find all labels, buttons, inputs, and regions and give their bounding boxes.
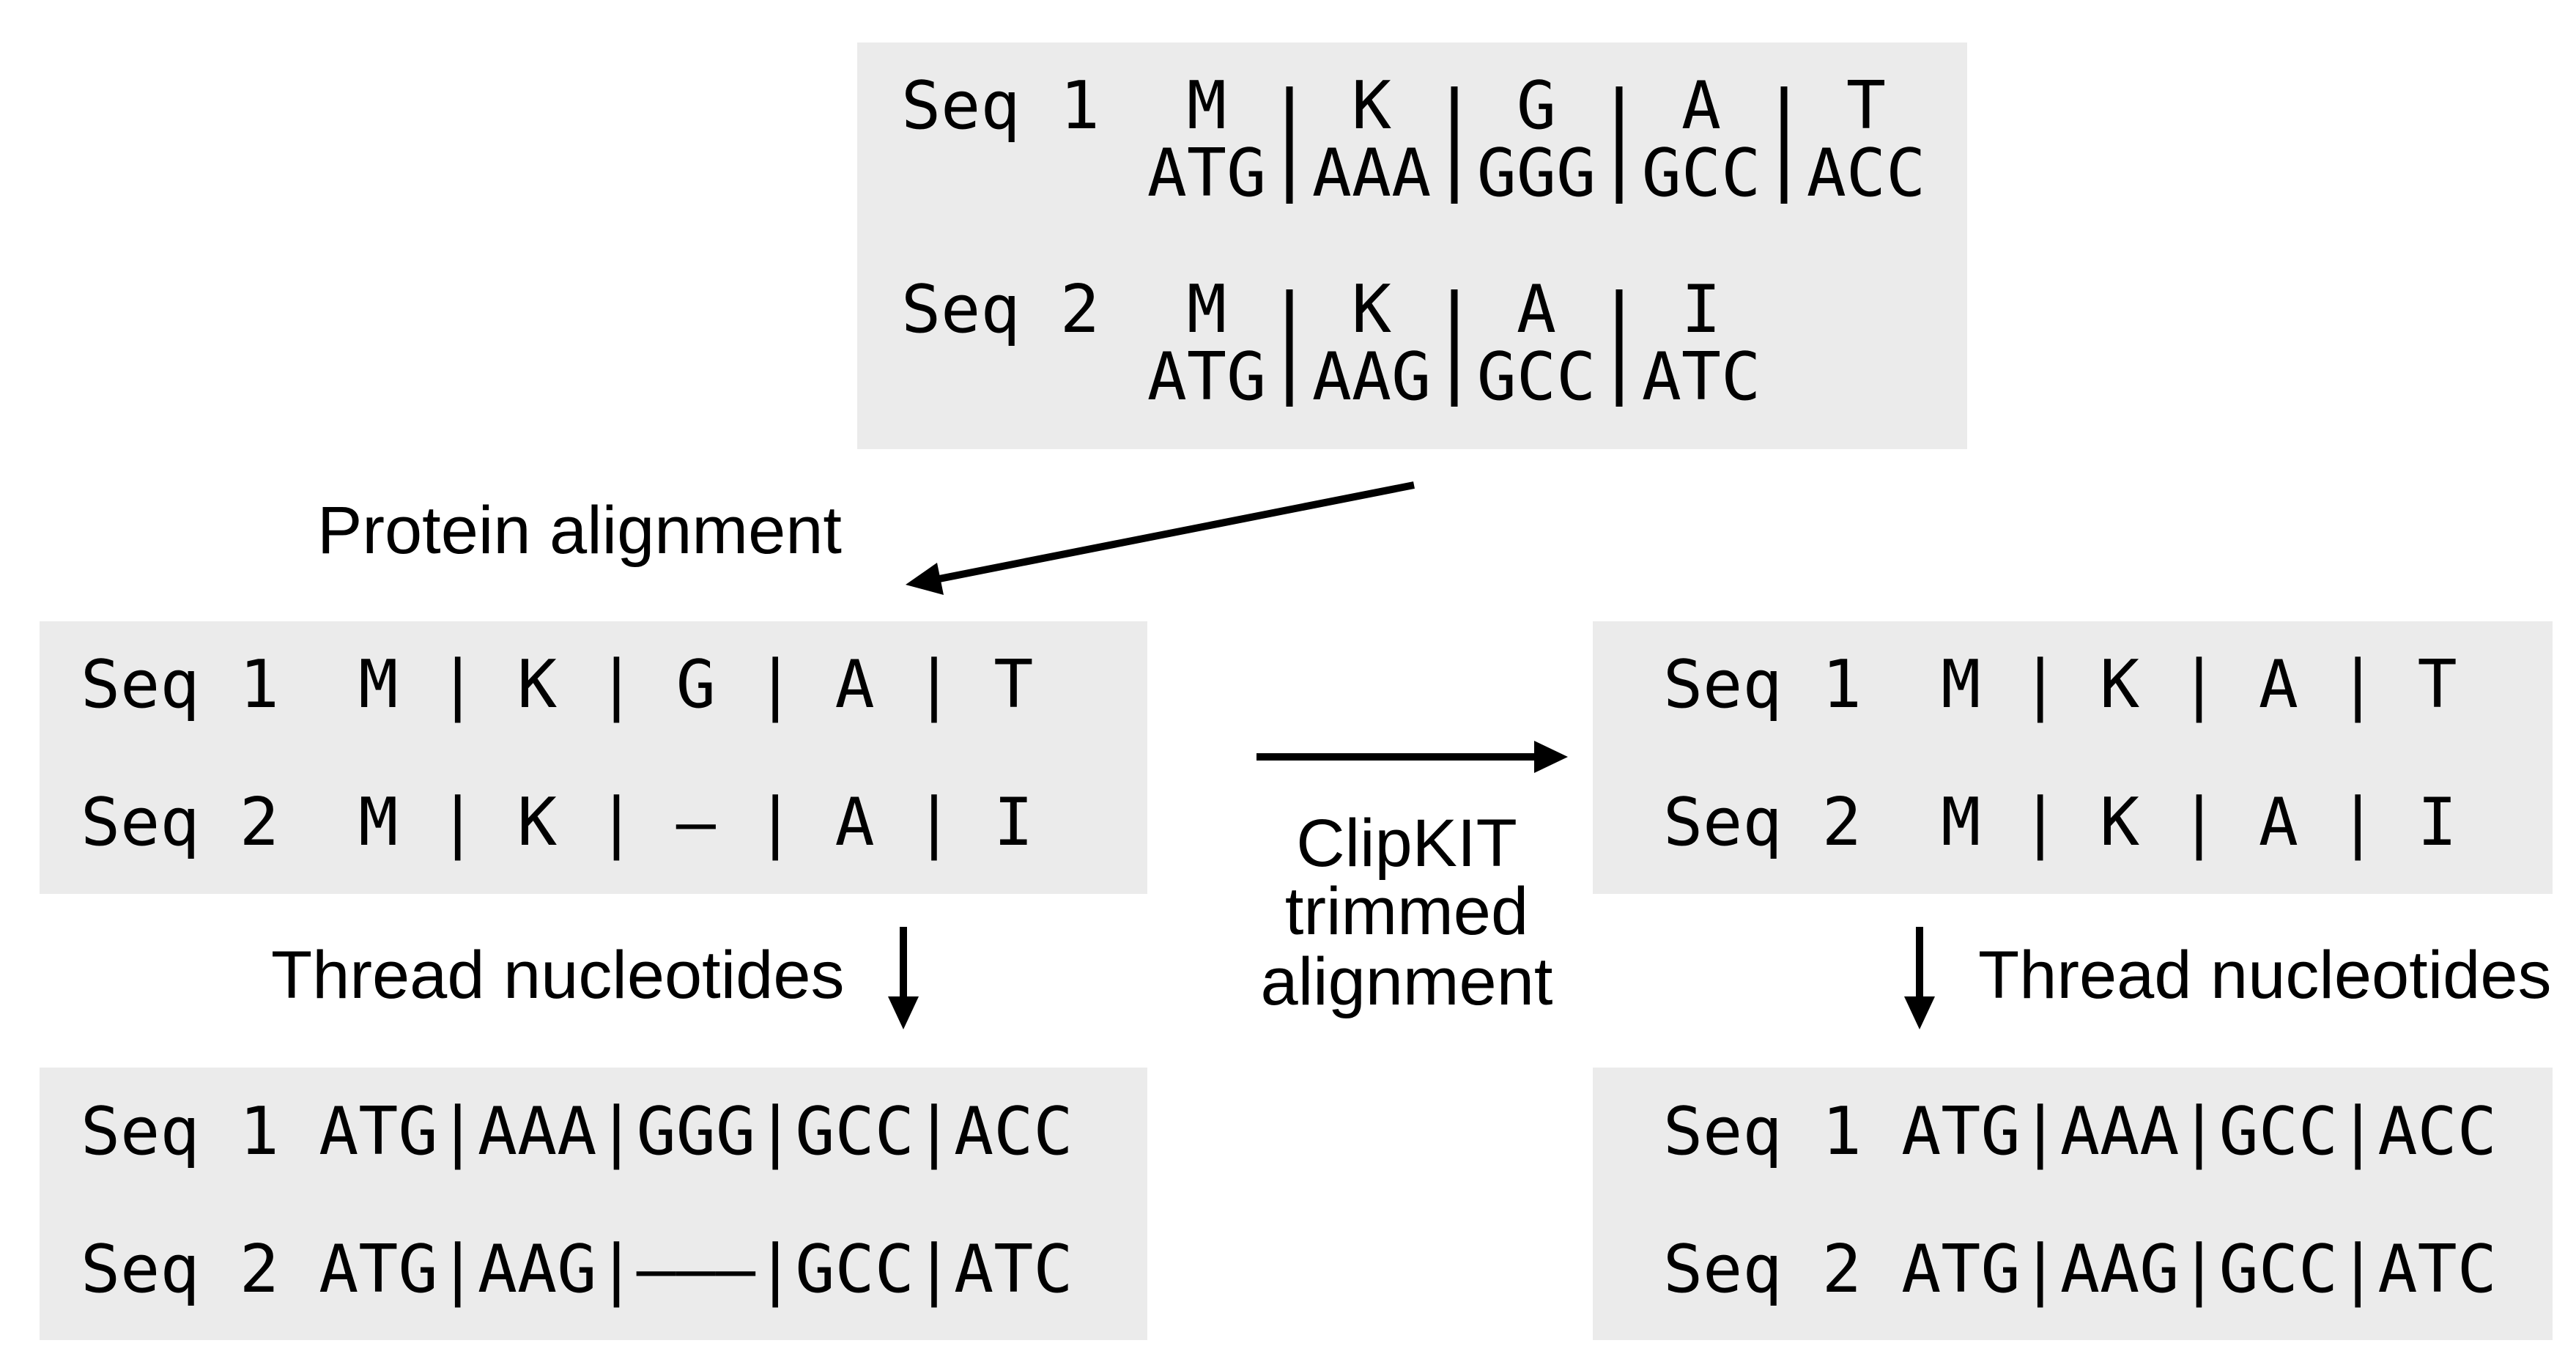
protein-alignment-arrow	[906, 481, 1415, 595]
top-seq1-codon: GCC	[1641, 135, 1761, 212]
top-seq1-codon: ACC	[1806, 135, 1926, 212]
trimmed-protein-seq2: Seq 2 M | K | A | I	[1663, 784, 2457, 861]
thread-nucleotides-label-right: Thread nucleotides	[1978, 938, 2552, 1013]
top-seq1-aa: A	[1681, 67, 1722, 144]
top-seq2-aa: A	[1516, 271, 1557, 348]
top-seq2-name: Seq 2	[901, 271, 1100, 348]
thread-nucleotides-label-left: Thread nucleotides	[271, 938, 845, 1013]
top-seq2-aa: I	[1681, 271, 1722, 348]
clipkit-label-line1: ClipKIT	[1296, 806, 1517, 881]
thread-nucleotides-arrow-left	[888, 927, 919, 1029]
top-seq1-codon: AAA	[1311, 135, 1432, 212]
trimmed-protein-seq1: Seq 1 M | K | A | T	[1663, 646, 2457, 723]
thread-nucleotides-arrow-right	[1904, 927, 1935, 1029]
top-seq2-aa: M	[1186, 271, 1227, 348]
clipkit-label-line2: trimmed	[1284, 874, 1529, 949]
top-seq1-codon: GGG	[1476, 135, 1596, 212]
nucleotide-alignment-panel	[40, 1068, 1147, 1340]
protein-alignment-panel	[40, 621, 1147, 894]
nucleotide-alignment-seq1: Seq 1 ATG|AAA|GGG|GCC|ACC	[81, 1093, 1073, 1170]
nucleotide-alignment-seq2: Seq 2 ATG|AAG|–––|GCC|ATC	[81, 1231, 1073, 1308]
top-seq1-separators	[1286, 86, 1788, 204]
top-seq2-codon: GCC	[1476, 339, 1596, 415]
trimmed-nucleotide-panel	[1593, 1068, 2553, 1340]
protein-alignment-seq2: Seq 2 M | K | – | A | I	[81, 784, 1034, 861]
top-seq2-separators	[1286, 289, 1623, 407]
top-seq1-aa: K	[1351, 67, 1392, 144]
top-seq2-codon: ATG	[1147, 339, 1267, 415]
top-seq1-name: Seq 1	[901, 67, 1100, 144]
protein-alignment-seq1: Seq 1 M | K | G | A | T	[81, 646, 1034, 723]
top-seq2-codon: AAG	[1311, 339, 1432, 415]
top-seq1-aa: G	[1516, 67, 1557, 144]
clipkit-arrow	[1256, 741, 1568, 773]
top-seq1-aa: T	[1846, 67, 1887, 144]
top-seq1-codon: ATG	[1147, 135, 1267, 212]
top-seq2-codon: ATC	[1641, 339, 1761, 415]
top-seq2-aa: K	[1351, 271, 1392, 348]
top-seq1-aa: M	[1186, 67, 1227, 144]
protein-alignment-label: Protein alignment	[317, 493, 842, 568]
trimmed-protein-panel	[1593, 621, 2553, 894]
trimmed-nucleotide-seq1: Seq 1 ATG|AAA|GCC|ACC	[1663, 1093, 2497, 1170]
trimmed-nucleotide-seq2: Seq 2 ATG|AAG|GCC|ATC	[1663, 1231, 2497, 1308]
clipkit-label-line3: alignment	[1260, 944, 1553, 1019]
